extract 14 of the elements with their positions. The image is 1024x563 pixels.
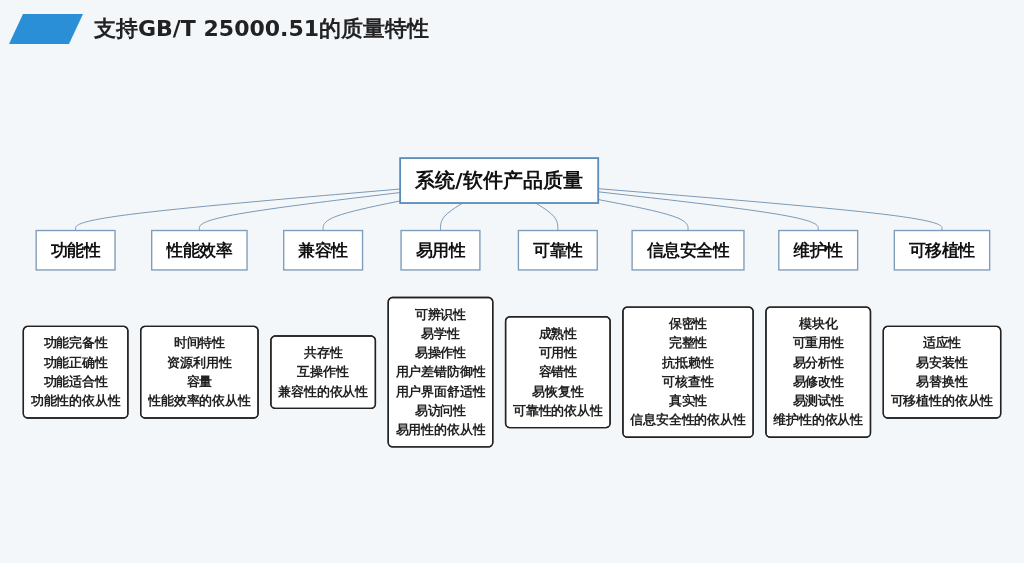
node-box: 功能性 — [35, 229, 116, 271]
node-box: 系统/软件产品质量 — [399, 157, 600, 204]
node-box: 性能效率 — [151, 229, 248, 271]
node-box: 可靠性 — [517, 229, 598, 271]
node-box: 兼容性 — [283, 229, 364, 271]
node-box: 可移植性 — [893, 229, 991, 271]
title: 支持GB/T 25000.51的质量特性 — [94, 15, 430, 43]
connector — [198, 192, 401, 231]
node-box: 易用性 — [400, 229, 481, 271]
connector — [535, 202, 559, 231]
connector — [322, 200, 401, 231]
node-box: 信息安全性 — [631, 229, 745, 271]
node-box: 维护性 — [778, 229, 859, 271]
connector — [75, 188, 401, 231]
